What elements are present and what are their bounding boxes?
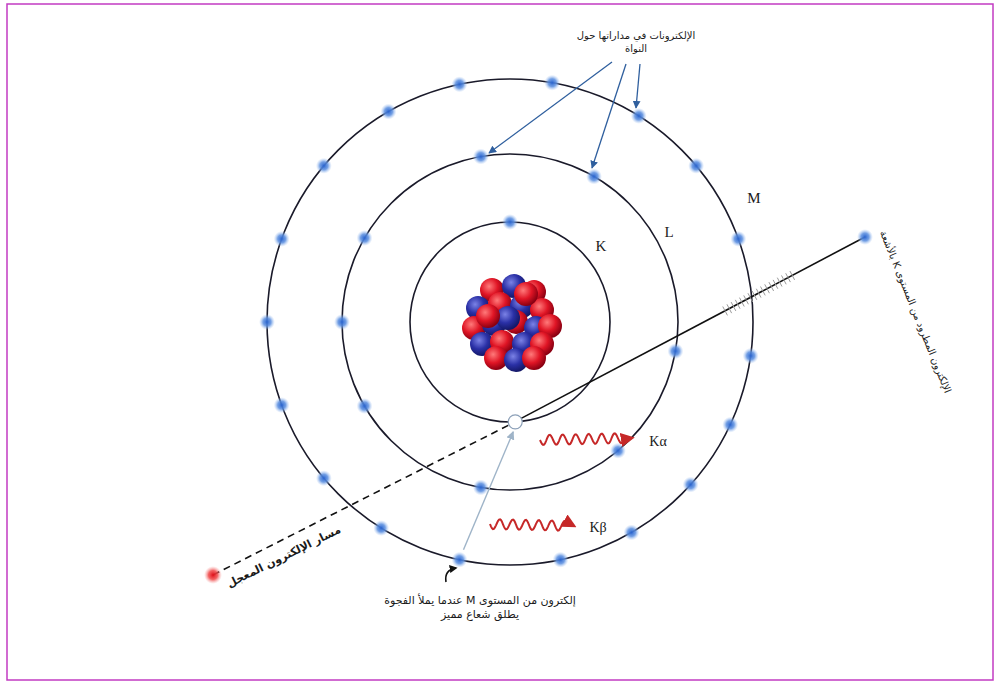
hatch-mark (786, 273, 791, 282)
hatch-mark (735, 300, 740, 309)
hatch-mark (756, 289, 761, 298)
note-label: إلكترون من المستوى M عندما يملأ الفجوة ي… (375, 594, 585, 622)
electron-dot (316, 158, 332, 174)
shell-label: L (664, 223, 673, 242)
electron-dot (357, 398, 373, 414)
path-group (204, 62, 873, 584)
hatch-mark (744, 295, 749, 304)
frame-border (7, 4, 993, 680)
vacancy-hole (508, 415, 522, 429)
photon-label: Kα (649, 433, 666, 451)
electron-dot (586, 169, 602, 185)
electron-dot (544, 75, 560, 91)
shell-label: K (596, 237, 607, 256)
incident-path (213, 425, 509, 575)
incident-electron (204, 566, 222, 584)
hatch-mark (769, 282, 774, 291)
note-label: الإلكترونات في مداراتها حول النواة (566, 30, 706, 55)
hatch-mark (748, 293, 753, 302)
electron-dot (451, 76, 467, 92)
k-shell (410, 222, 610, 422)
hatch-mark (723, 307, 728, 316)
electron-dot (259, 314, 275, 330)
electron-dot (730, 231, 746, 247)
nucleon (522, 346, 546, 370)
electron-dot (473, 149, 489, 165)
electron-dot (473, 479, 489, 495)
hatch-mark (740, 298, 745, 307)
electron-dot (624, 524, 640, 540)
photon-wave (540, 433, 632, 444)
m-shell (267, 79, 753, 565)
nucleon (514, 282, 538, 306)
hatch-mark (777, 278, 782, 287)
nucleon (476, 304, 500, 328)
electron-dot (451, 552, 467, 568)
electron-dot (334, 314, 350, 330)
electron-dot (316, 470, 332, 486)
electron-dot (631, 108, 647, 124)
hatch-mark (727, 304, 732, 313)
electron-dot (502, 214, 518, 230)
hatch-mark (790, 271, 795, 280)
electron-dot (667, 343, 683, 359)
electron-dot (274, 397, 290, 413)
ejected-path (520, 237, 865, 419)
electron-dot (381, 104, 397, 120)
nucleus (462, 274, 562, 372)
electron-group (259, 75, 759, 568)
leader-arrow (489, 62, 612, 153)
hatch-mark (773, 280, 778, 289)
shell-label: M (747, 189, 760, 208)
electron-dot (683, 477, 699, 493)
photon-wave (490, 519, 574, 530)
electron-dot (688, 158, 704, 174)
transition-arrow (463, 432, 513, 550)
hatch-mark (752, 291, 757, 300)
curved-arrow (446, 568, 456, 582)
path-label: مسار الإلكترون المعجل (222, 522, 346, 593)
electron-dot (274, 231, 290, 247)
hatch-mark (782, 275, 787, 284)
hatch-mark (731, 302, 736, 311)
electron-dot (743, 348, 759, 364)
note-label: الإلكترون المطرود من المستوى K بالأشعة (877, 229, 954, 395)
hatch-mark (761, 287, 766, 296)
leader-arrow (592, 64, 626, 168)
electron-dot (357, 230, 373, 246)
electron-dot (553, 552, 569, 568)
photon-label: Kβ (589, 519, 606, 537)
electron-dot (373, 520, 389, 536)
hatch-mark (765, 284, 770, 293)
electron-dot (610, 443, 626, 459)
leader-arrow (636, 64, 640, 108)
electron-dot (722, 417, 738, 433)
ejected-electron (857, 229, 873, 245)
